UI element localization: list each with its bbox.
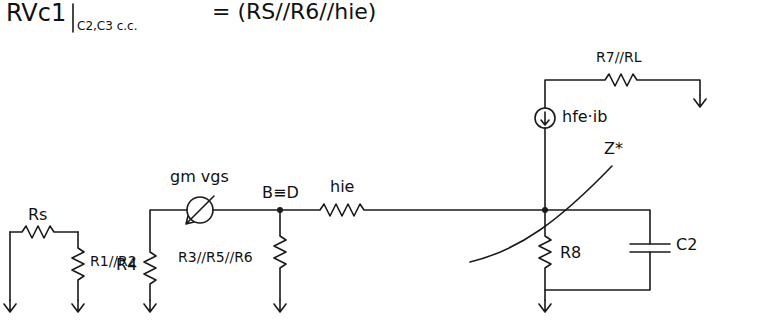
- formula-subscript: C2,C3 c.c.: [77, 20, 137, 33]
- component-label: R8: [560, 244, 581, 262]
- resistor-symbol: [10, 226, 78, 238]
- evaluation-bar: [72, 4, 74, 32]
- ground-symbol: [72, 300, 84, 312]
- resistor-symbol: [72, 232, 84, 300]
- current-source: [535, 108, 555, 128]
- wire: [213, 209, 280, 211]
- impedance-label: Z*: [604, 140, 623, 158]
- source-label: hfe·ib: [562, 108, 607, 126]
- ground-symbol: [539, 300, 551, 312]
- component-label: R7//RL: [596, 50, 642, 65]
- formula-symbol: RVc1: [6, 0, 66, 26]
- wire: [9, 232, 11, 300]
- resistor-symbol: [280, 204, 545, 216]
- current-source: [187, 197, 213, 223]
- source-arrow: [541, 112, 549, 125]
- resistor-symbol: [545, 74, 700, 108]
- ground-symbol: [4, 300, 16, 312]
- component-label: Rs: [28, 206, 47, 224]
- resistor-symbol: [274, 210, 286, 300]
- component-label: R4: [116, 256, 137, 274]
- component-label: C2: [676, 236, 697, 254]
- ground-symbol: [694, 95, 706, 107]
- formula-expression: = (RS//R6//hie): [212, 0, 376, 24]
- component-label: R3//R5//R6: [178, 250, 253, 265]
- ground-symbol: [144, 300, 156, 312]
- ground-symbol: [274, 300, 286, 312]
- source-label: gm vgs: [170, 168, 229, 186]
- node-label: B≡D: [262, 184, 299, 202]
- cut-line: [470, 166, 612, 262]
- capacitor-symbol: [630, 244, 670, 252]
- component-label: hie: [330, 178, 354, 196]
- wire: [544, 128, 546, 210]
- source-arrow: [186, 196, 214, 224]
